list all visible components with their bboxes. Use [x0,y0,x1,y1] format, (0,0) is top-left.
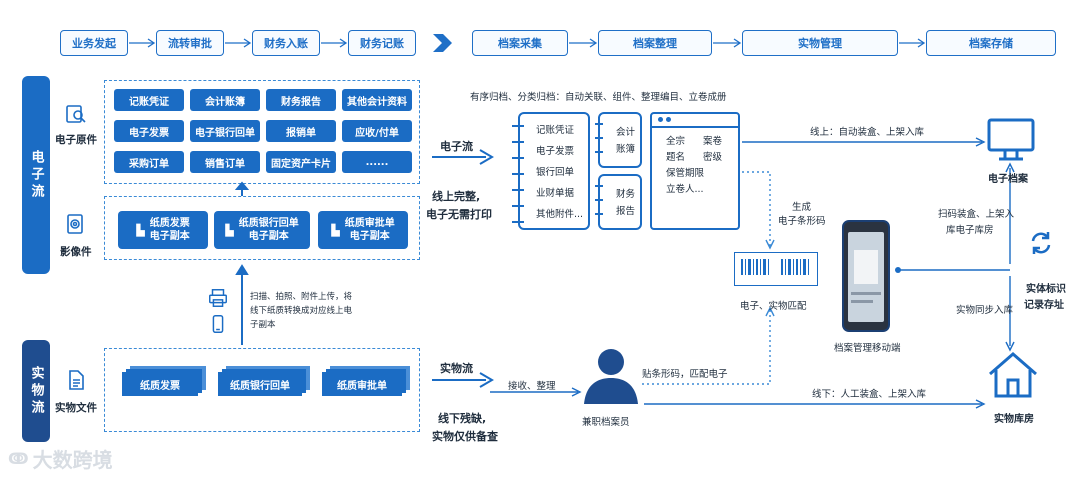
flow-step-approval: 流转审批 [156,30,224,56]
refresh-icon [1026,228,1056,258]
doc-type-pill: 会计账簿 [190,89,260,111]
sidebar-electronic-label: 电子流 [28,149,44,201]
doc-type-pill: 电子发票 [114,120,184,142]
catalog-window: 全宗案卷 题名密级 保管期限 立卷人... [650,112,740,230]
account-book-ledger: 会计账簿 [598,112,642,168]
document-icon: ▙ [225,223,234,237]
barcode-icon [741,259,809,275]
staff-label: 兼职档案员 [582,417,630,428]
identify-line1: 实体标识 [1026,284,1066,295]
watermark-logo-icon: ↂ [8,449,29,468]
electronic-original-icon [62,100,90,128]
physical-lack-line2: 实物仅供备查 [432,430,498,443]
monitor-icon [985,116,1037,164]
gen-barcode-line1: 生成 [792,202,812,213]
electronic-flow-label: 电子流 [440,140,473,153]
document-icon: ▙ [331,223,340,237]
sidebar-electronic-flow: 电子流 [22,76,50,274]
paper-copy-card: ▙ 纸质审批单电子副本 [318,211,408,249]
mobile-device [842,220,890,332]
identify-line2: 记录存址 [1024,300,1064,311]
archive-note: 有序归档、分类归档：自动关联、组件、整理编目、立卷成册 [470,92,727,103]
doc-type-pill: 财务报告 [266,89,336,111]
top-flow-arrows [129,34,926,52]
doc-type-pill: 报销单 [266,120,336,142]
doc-type-pill: 电子银行回单 [190,120,260,142]
receive-label: 接收、整理 [508,381,556,392]
electronic-original-label: 电子原件 [55,134,97,146]
electronic-complete-line1: 线上完整, [432,190,481,203]
mobile-label: 档案管理移动端 [834,343,901,354]
warehouse-icon [986,350,1040,400]
flow-step-archive-collect: 档案采集 [472,30,568,56]
electronic-complete-line2: 电子无需打印 [426,208,492,221]
doc-type-pill: 销售订单 [190,151,260,173]
doc-type-pill: 应收/付单 [342,120,412,142]
offline-store-label: 线下：人工装盒、上架入库 [812,389,927,400]
document-icon: ▙ [136,223,145,237]
sync-label: 实物同步入库 [956,305,1014,316]
paper-copy-card: ▙ 纸质发票电子副本 [118,211,208,249]
doc-types-panel [104,80,420,184]
physical-store-label: 实物库房 [994,414,1034,425]
gen-barcode-line2: 电子条形码 [778,216,826,227]
scan-note-line2: 线下纸质转换成对应线上电 [250,306,353,316]
big-chevron-icon [433,34,452,52]
doc-type-pill: 记账凭证 [114,89,184,111]
person-icon [578,346,644,406]
physical-lack-line1: 线下残缺, [438,412,487,425]
flow-step-business-initiate: 业务发起 [60,30,128,56]
online-store-label: 线上：自动装盒、上架入库 [810,127,925,138]
scan-note-line1: 扫描、拍照、附件上传，将 [250,292,353,302]
flow-step-archive-store: 档案存储 [926,30,1056,56]
physical-paper-stack: 纸质发票 [122,372,198,396]
physical-paper-stack: 纸质审批单 [322,372,402,396]
match-label: 电子、实物匹配 [740,301,807,312]
flow-step-archive-organize: 档案整理 [598,30,712,56]
e-archive-label: 电子档案 [988,174,1028,185]
scan-store-line2: 库电子库房 [946,225,994,236]
scan-store-line1: 扫码装盒、上架入 [938,209,1015,220]
image-file-label: 影像件 [60,246,92,258]
watermark: ↂ 大数跨境 [8,448,113,472]
paper-copies-panel [104,196,420,260]
sidebar-physical-flow: 实物流 [22,340,50,442]
ledger-rings [512,125,524,223]
finance-report-ledger: 财务报告 [598,174,642,230]
ledger-mid-rings [595,123,603,215]
paste-label: 贴条形码，匹配电子 [642,369,728,380]
physical-flow-label: 实物流 [440,362,473,375]
doc-type-pill: 其他会计资料 [342,89,412,111]
sidebar-physical-label: 实物流 [28,365,44,417]
flow-step-finance-entry: 财务入账 [252,30,320,56]
phone-icon [204,310,232,338]
printer-icon [204,284,232,312]
image-file-icon [62,210,90,238]
doc-type-pill: ...... [342,151,412,173]
paper-copy-card: ▙ 纸质银行回单电子副本 [214,211,310,249]
flow-step-physical-manage: 实物管理 [742,30,898,56]
scan-note-line3: 子副本 [250,320,276,330]
physical-paper-stack: 纸质银行回单 [218,372,302,396]
doc-type-pill: 固定资产卡片 [266,151,336,173]
physical-papers-panel [104,348,420,432]
flow-step-bookkeeping: 财务记账 [348,30,416,56]
physical-file-label: 实物文件 [55,402,97,414]
barcode-label [734,252,818,286]
voucher-ledger: 记账凭证 电子发票 银行回单 业财单据 其他附件... [518,112,590,230]
physical-file-icon [62,366,90,394]
doc-type-pill: 采购订单 [114,151,184,173]
